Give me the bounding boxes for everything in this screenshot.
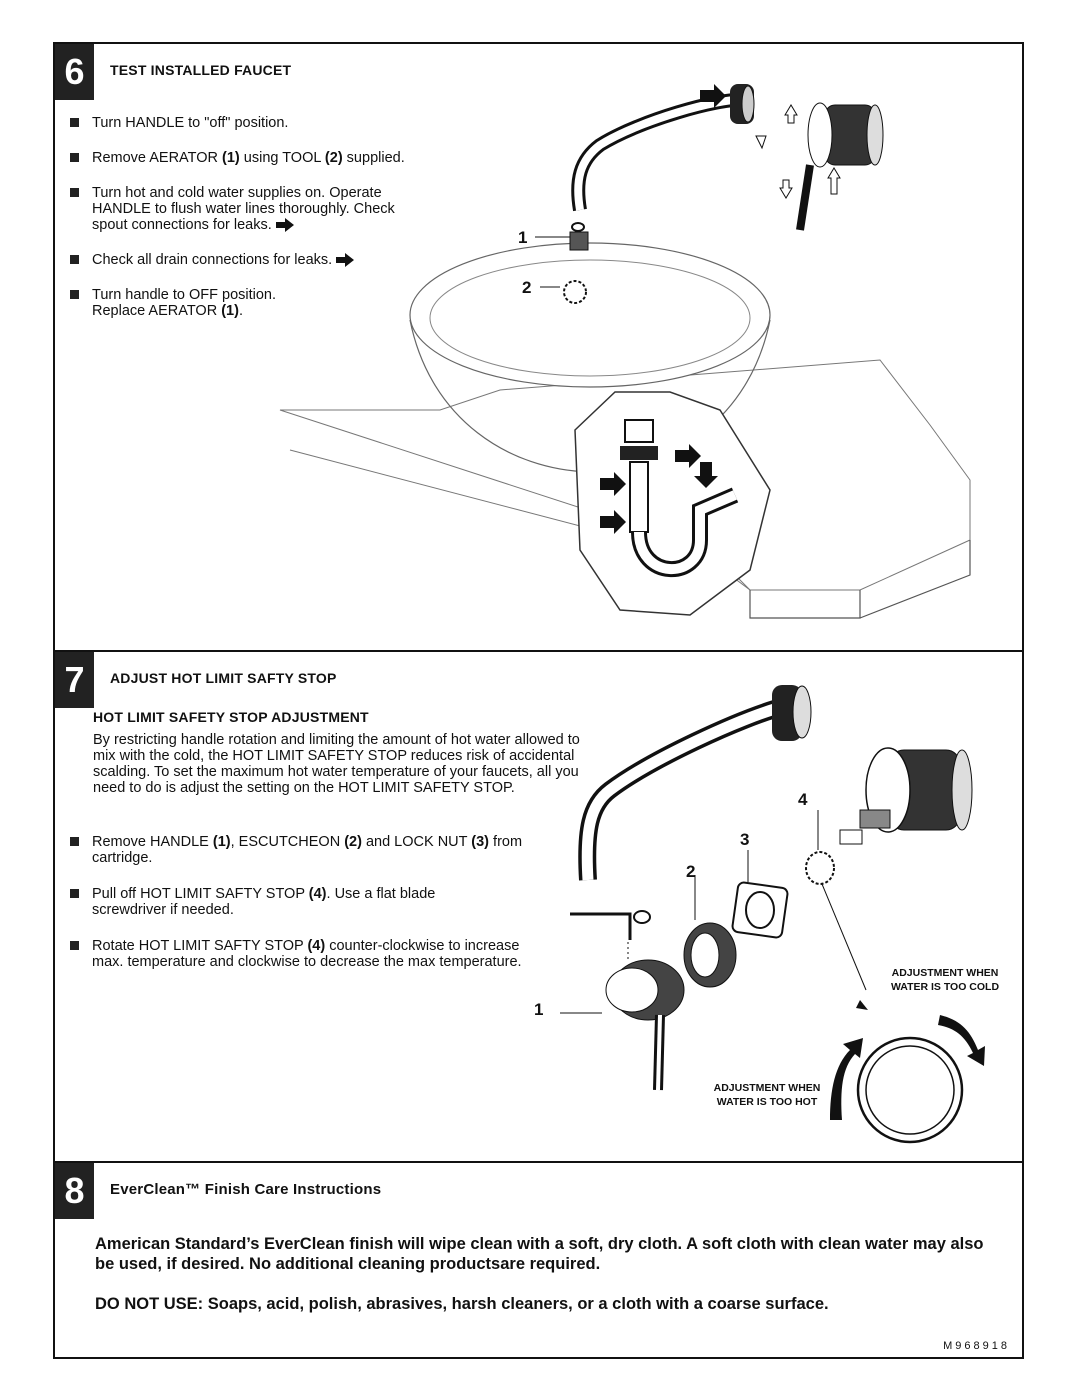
label-too-cold: ADJUSTMENT WHEN WATER IS TOO COLD <box>890 967 1000 993</box>
step-7-bullet-3: Rotate HOT LIMIT SAFTY STOP (4) counter-… <box>68 938 552 970</box>
section-divider-8 <box>53 1161 1024 1163</box>
care-paragraph-1: American Standard’s EverClean finish wil… <box>95 1235 984 1273</box>
arrow-right-icon <box>275 218 294 233</box>
step-7-exploded-illustration <box>560 685 985 1144</box>
callout-lock-nut: 3 <box>740 830 750 849</box>
care-paragraph-2: DO NOT USE: Soaps, acid, polish, abrasiv… <box>95 1295 829 1313</box>
step-8-heading: EverClean™ Finish Care Instructions <box>110 1181 382 1198</box>
step-7-heading: ADJUST HOT LIMIT SAFTY STOP <box>110 670 337 686</box>
section-divider-7 <box>53 650 1024 652</box>
step-6-bullet-4: Check all drain connections for leaks. <box>68 252 448 268</box>
step-6-heading: TEST INSTALLED FAUCET <box>110 62 292 78</box>
step-6-sink-illustration <box>279 84 971 619</box>
callout-limit-stop: 4 <box>798 790 808 809</box>
callout-tool: 2 <box>522 278 532 297</box>
callout-handle: 1 <box>534 1000 544 1019</box>
step-6-bullet-3: Turn hot and cold water supplies on. Ope… <box>68 185 432 233</box>
label-too-hot: ADJUSTMENT WHEN WATER IS TOO HOT <box>713 1082 821 1108</box>
step-6-number: 6 <box>55 44 94 100</box>
step-7-number: 7 <box>55 652 94 708</box>
step-7-bullets: Remove HANDLE (1), ESCUTCHEON (2) and LO… <box>68 834 548 970</box>
step-6-bullet-5: Turn handle to OFF position. Replace AER… <box>68 287 322 319</box>
callout-escutcheon: 2 <box>686 862 696 881</box>
step-8-number: 8 <box>55 1163 94 1219</box>
callout-aerator: 1 <box>518 228 528 247</box>
document-number: M968918 <box>943 1340 1010 1352</box>
step-7-bullet-1: Remove HANDLE (1), ESCUTCHEON (2) and LO… <box>68 834 548 866</box>
step-6-bullets: Turn HANDLE to "off" position. Remove AE… <box>68 115 448 319</box>
arrow-right-icon <box>336 253 355 268</box>
step-6-bullet-1: Turn HANDLE to "off" position. <box>68 115 448 131</box>
step-7-subheading: HOT LIMIT SAFETY STOP ADJUSTMENT <box>93 709 369 725</box>
step-6-bullet-2: Remove AERATOR (1) using TOOL (2) suppli… <box>68 150 448 166</box>
step-7-intro: By restricting handle rotation and limit… <box>93 732 580 796</box>
page-frame <box>53 42 1024 1359</box>
step-7-bullet-2: Pull off HOT LIMIT SAFTY STOP (4). Use a… <box>68 886 512 918</box>
